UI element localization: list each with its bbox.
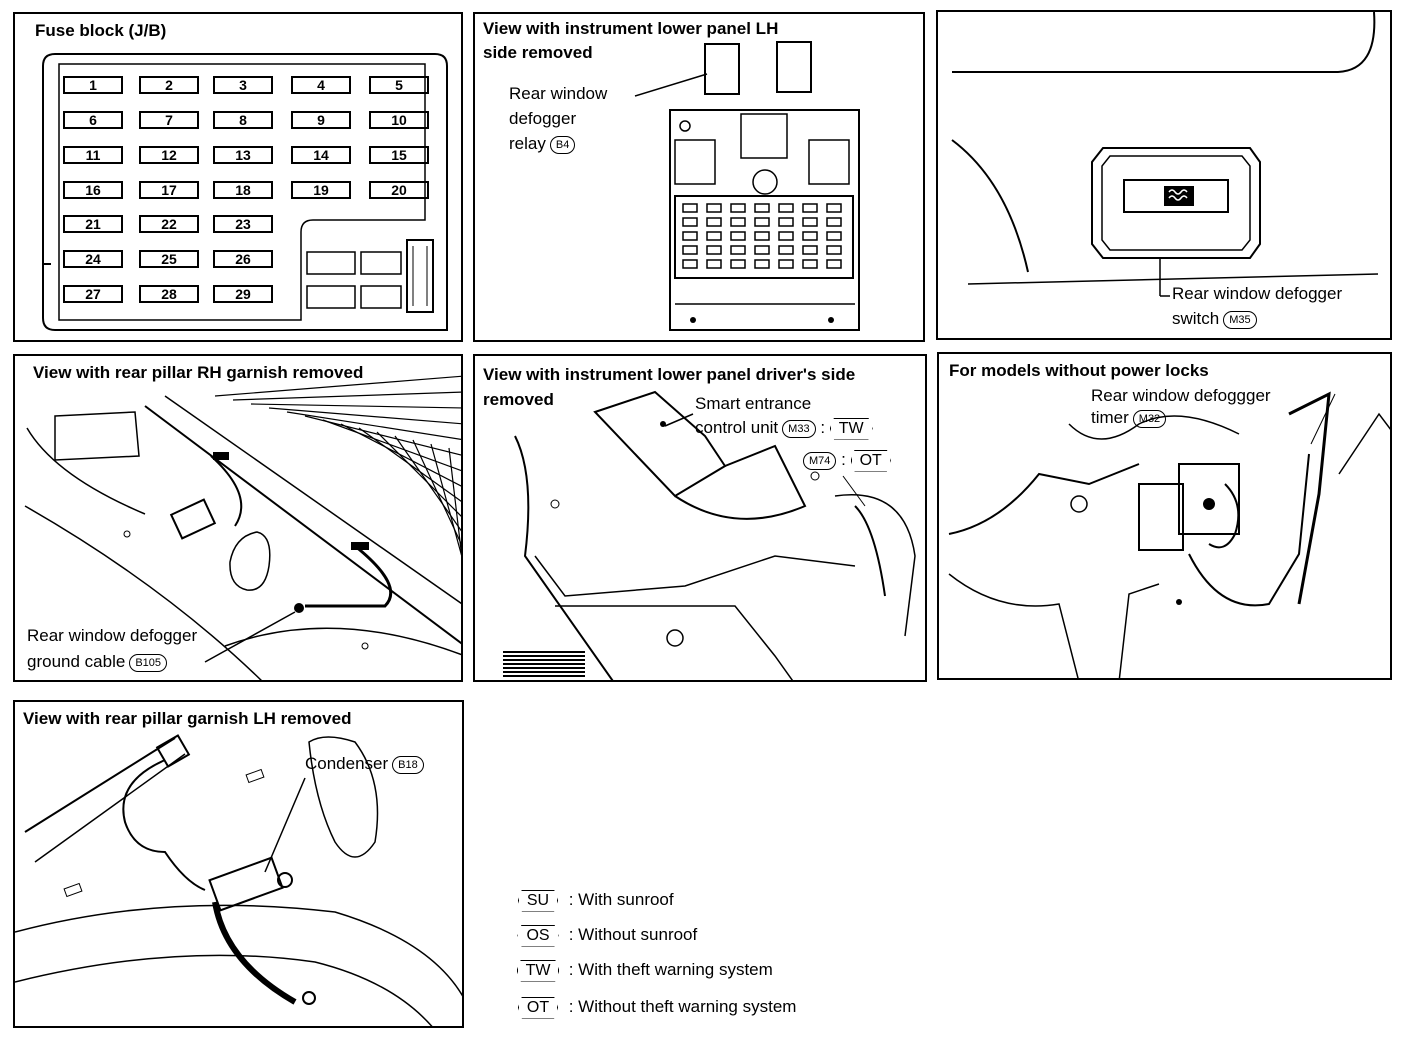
fuse-18: 18 (213, 181, 273, 199)
fuse-12: 12 (139, 146, 199, 164)
dashboard-drawing (951, 12, 1379, 297)
fuse-4: 4 (291, 76, 351, 94)
fuse-20: 20 (369, 181, 429, 199)
legend-code-su: SU (517, 889, 559, 912)
variant-tw-badge: TW (829, 417, 873, 440)
switch-label-1: Rear window defogger (1172, 284, 1343, 303)
legend-code-os: OS (517, 924, 559, 947)
instrument-driver-title-1: View with instrument lower panel driver'… (483, 365, 856, 384)
fuse-21: 21 (63, 215, 123, 233)
fuse-25: 25 (139, 250, 199, 268)
no-power-locks-title: For models without power locks (949, 361, 1209, 380)
fuse-28: 28 (139, 285, 199, 303)
fuse-10: 10 (369, 111, 429, 129)
fuse-13: 13 (213, 146, 273, 164)
fuse-2: 2 (139, 76, 199, 94)
legend-code-tw: TW (516, 959, 560, 982)
colon-2: : (841, 450, 846, 469)
legend-item: OT : Without theft warning system (512, 995, 796, 1019)
ground-cable-label-2-text: ground cable (27, 652, 126, 671)
fuse-3: 3 (213, 76, 273, 94)
fuse-19: 19 (291, 181, 351, 199)
rear-pillar-lh-panel: View with rear pillar garnish LH removed… (13, 700, 464, 1028)
connector-b105-tag: B105 (129, 653, 168, 672)
fuse-5: 5 (369, 76, 429, 94)
variant-ot-badge: OT (850, 449, 891, 472)
fuse-24: 24 (63, 250, 123, 268)
connector-m74-tag: M74 (803, 451, 837, 470)
instrument-driver-drawing (503, 390, 916, 680)
no-power-locks-drawing (948, 391, 1390, 678)
legend-desc: : Without sunroof (568, 925, 698, 944)
fuse-7: 7 (139, 111, 199, 129)
fuse-29: 29 (213, 285, 273, 303)
fuse-6: 6 (63, 111, 123, 129)
fuse-11: 11 (63, 146, 123, 164)
switch-label-2-text: switch (1172, 309, 1220, 328)
junction-box-drawing (634, 41, 860, 331)
rear-pillar-lh-title: View with rear pillar garnish LH removed (23, 709, 352, 728)
fuse-14: 14 (291, 146, 351, 164)
connector-m33-tag: M33 (782, 419, 816, 438)
fuse-27: 27 (63, 285, 123, 303)
timer-label-2-text: timer (1091, 408, 1129, 427)
colon-1: : (820, 418, 826, 437)
condenser-label-text: Condenser (305, 754, 389, 773)
fuse-8: 8 (213, 111, 273, 129)
relay-label-3-text: relay (509, 134, 546, 153)
fuse-23: 23 (213, 215, 273, 233)
rear-pillar-rh-panel: View with rear pillar RH garnish removed… (13, 354, 463, 682)
connector-m35-tag: M35 (1223, 310, 1257, 329)
smart-entrance-label-2-text: control unit (695, 418, 779, 437)
smart-entrance-label-1: Smart entrance (695, 394, 812, 413)
rear-pillar-rh-drawing (24, 375, 461, 680)
instrument-lh-title-1: View with instrument lower panel LH (483, 19, 779, 38)
legend-desc: : With theft warning system (568, 960, 773, 979)
connector-b18-tag: B18 (392, 755, 424, 774)
fuse-16: 16 (63, 181, 123, 199)
fuse-block-title: Fuse block (J/B) (35, 21, 167, 40)
legend-code-ot: OT (517, 996, 559, 1019)
legend-desc: : Without theft warning system (568, 997, 797, 1016)
legend-item: TW : With theft warning system (512, 958, 773, 982)
legend: SU : With sunroof OS : Without sunroof T… (512, 888, 912, 1028)
legend-item: OS : Without sunroof (512, 923, 697, 947)
instrument-lh-panel: View with instrument lower panel LH side… (473, 12, 925, 342)
rear-pillar-lh-drawing (15, 734, 462, 1026)
fuse-9: 9 (291, 111, 351, 129)
fuse-15: 15 (369, 146, 429, 164)
no-power-locks-panel: For models without power locks Rear wind… (937, 352, 1392, 680)
fuse-1: 1 (63, 76, 123, 94)
timer-label-1: Rear window defoggger (1091, 386, 1271, 405)
connector-b4-tag: B4 (549, 135, 576, 154)
fuse-26: 26 (213, 250, 273, 268)
relay-label-1: Rear window (509, 84, 608, 103)
instrument-lh-title-2: side removed (483, 43, 593, 62)
fuse-22: 22 (139, 215, 199, 233)
legend-desc: : With sunroof (568, 890, 674, 909)
ground-cable-label-1: Rear window defogger (27, 626, 198, 645)
relay-label-2: defogger (509, 109, 577, 128)
rear-pillar-rh-title: View with rear pillar RH garnish removed (33, 363, 364, 382)
instrument-driver-panel: View with instrument lower panel driver'… (473, 354, 927, 682)
fuse-17: 17 (139, 181, 199, 199)
instrument-driver-title-2: removed (483, 390, 554, 409)
legend-item: SU : With sunroof (512, 888, 674, 912)
smart-entrance-label-3: M74 : OT (799, 448, 891, 472)
fuse-block-outline (42, 53, 448, 331)
